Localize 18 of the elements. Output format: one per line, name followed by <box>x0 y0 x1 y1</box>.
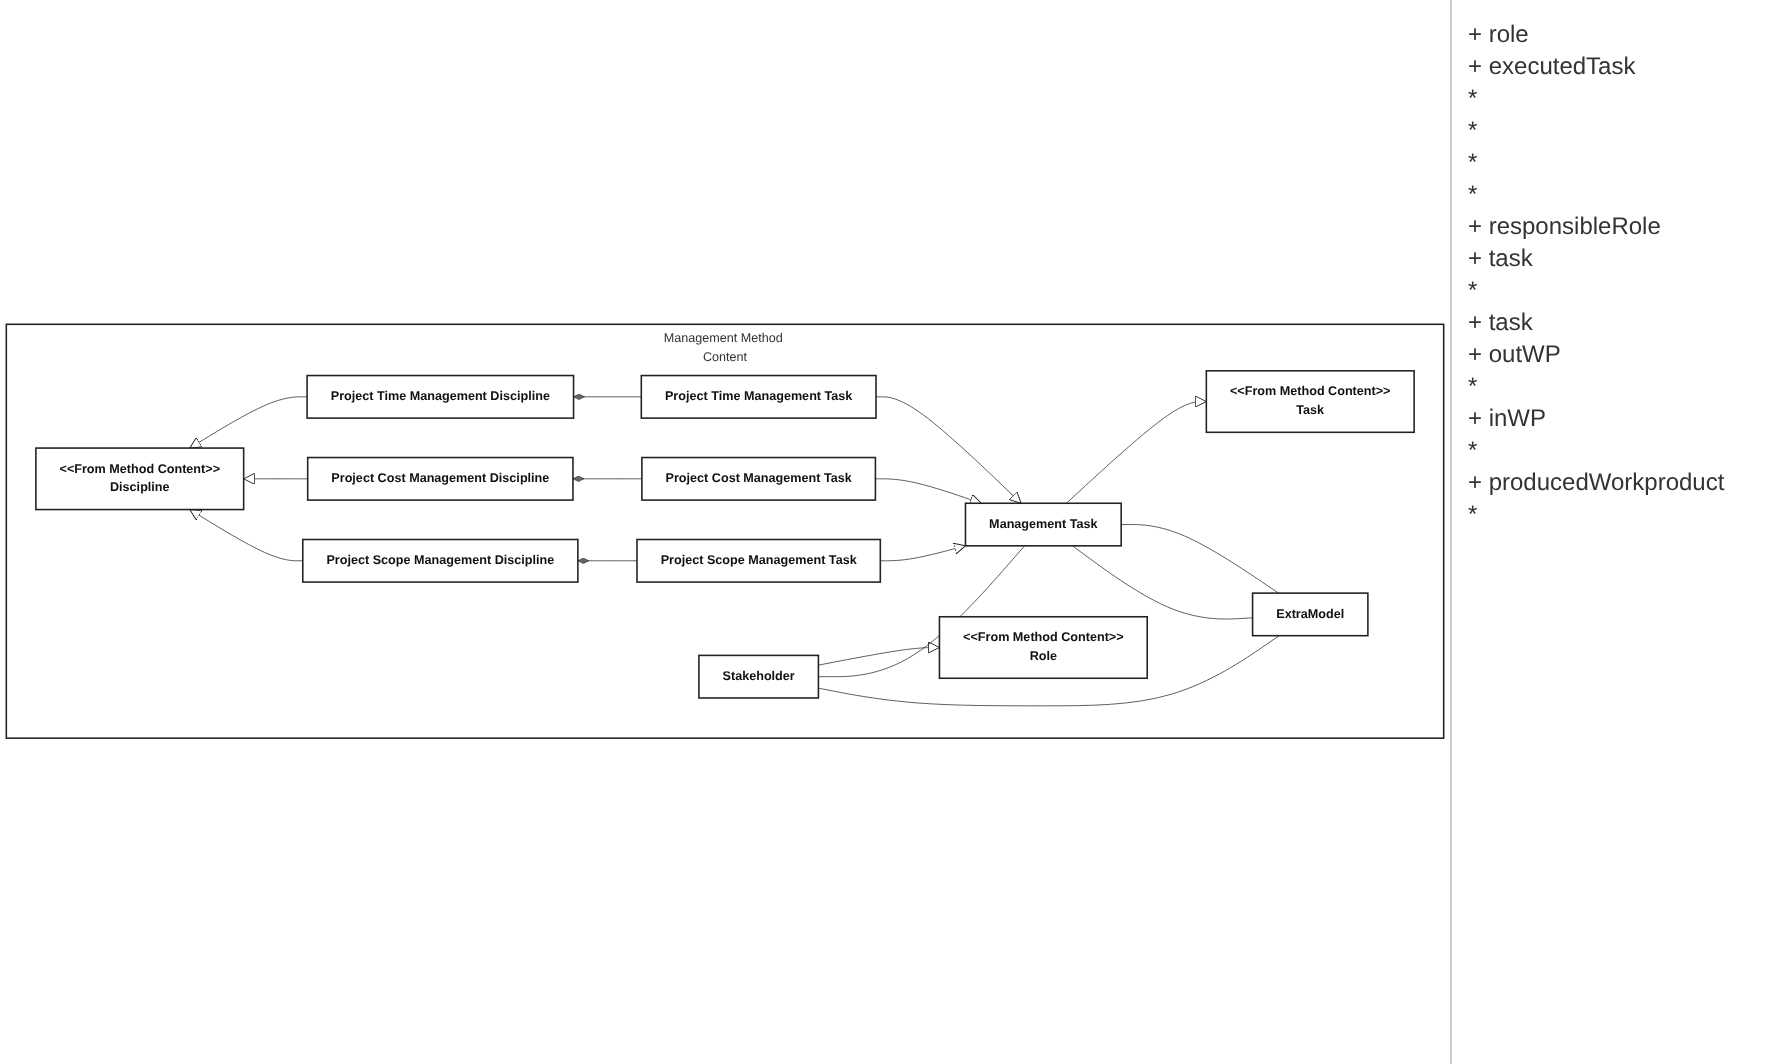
role-label: * <box>1468 84 1480 112</box>
role-label: + inWP <box>1468 404 1549 432</box>
connector <box>1120 524 1279 595</box>
role-label: * <box>1468 372 1480 400</box>
role-label: * <box>1468 116 1480 144</box>
role-label: + task <box>1468 244 1535 272</box>
role-label: * <box>1468 180 1480 208</box>
role-label: + responsibleRole <box>1468 212 1663 240</box>
role-label: * <box>1468 276 1480 304</box>
role-label: + role <box>1468 20 1531 48</box>
connector <box>1072 546 1253 621</box>
role-label: * <box>1468 436 1480 464</box>
role-label: + producedWorkproduct <box>1468 468 1727 496</box>
role-label: + executedTask <box>1468 52 1638 80</box>
role-label: * <box>1468 148 1480 176</box>
role-label: * <box>1468 500 1480 528</box>
role-label: + outWP <box>1468 340 1563 368</box>
role-label: + task <box>1468 308 1535 336</box>
